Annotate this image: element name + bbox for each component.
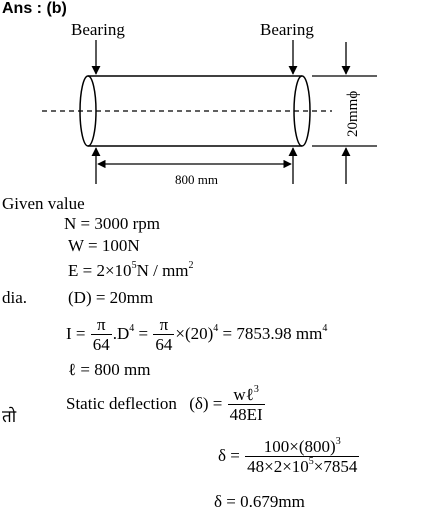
substitution-den-exponent: 5 bbox=[308, 455, 314, 467]
inertia-lhs: I = bbox=[66, 324, 86, 344]
inertia-times20-exponent: 4 bbox=[213, 323, 219, 335]
modulus-value: E = 2×105N / mm2 bbox=[68, 261, 194, 281]
modulus-prefix: E = 2×10 bbox=[68, 261, 132, 280]
inertia-d-term: .D bbox=[112, 324, 130, 344]
length-equation: ℓ = 800 mm bbox=[68, 360, 151, 379]
inertia-fraction-1-num: π bbox=[90, 316, 112, 335]
then-label: तो bbox=[2, 407, 17, 426]
substitution-num-exponent: 3 bbox=[335, 436, 341, 447]
dia-label: dia. bbox=[2, 288, 28, 307]
deflection-num-exponent: 3 bbox=[253, 384, 259, 395]
inertia-d-exponent: 4 bbox=[129, 323, 135, 335]
load-value: W = 100N bbox=[68, 236, 140, 255]
deflection-result: δ = 0.679mm bbox=[214, 492, 305, 511]
substitution-lhs: δ = bbox=[218, 446, 240, 466]
deflection-fraction-den: 48EI bbox=[229, 404, 263, 424]
answer-heading: Ans : (b) bbox=[2, 0, 67, 17]
deflection-label: Static deflection bbox=[66, 394, 177, 414]
inertia-fraction-2-num: π bbox=[153, 316, 175, 335]
deflection-lhs: (δ) = bbox=[189, 394, 223, 414]
substitution-den: 48×2×105×7854 bbox=[247, 455, 358, 476]
diameter-equation: (D) = 20mm bbox=[68, 288, 154, 307]
modulus-suffix: N / mm bbox=[136, 261, 189, 280]
length-label: 800 mm bbox=[175, 172, 218, 187]
right-bearing-label: Bearing bbox=[260, 20, 314, 39]
inertia-result: = 7853.98 mm bbox=[222, 324, 323, 344]
modulus-unit-exponent: 2 bbox=[188, 260, 194, 271]
inertia-fraction-1-den: 64 bbox=[92, 334, 110, 354]
left-bearing-label: Bearing bbox=[71, 20, 125, 39]
deflection-fraction-num: wℓ3 bbox=[227, 384, 265, 405]
substitution-num: 100×(800)3 bbox=[245, 436, 360, 457]
speed-value: N = 3000 rpm bbox=[64, 214, 160, 233]
diameter-label: 20mmϕ bbox=[345, 91, 361, 137]
modulus-exponent: 5 bbox=[131, 260, 137, 271]
inertia-times20: ×(20) bbox=[175, 324, 214, 344]
inertia-equals: = bbox=[138, 324, 149, 344]
inertia-fraction-2-den: 64 bbox=[155, 334, 173, 354]
shaft-diagram: Bearing Bearing 800 mm 20mmϕ bbox=[42, 20, 377, 187]
given-heading: Given value bbox=[2, 194, 85, 213]
inertia-result-exponent: 4 bbox=[322, 323, 328, 335]
